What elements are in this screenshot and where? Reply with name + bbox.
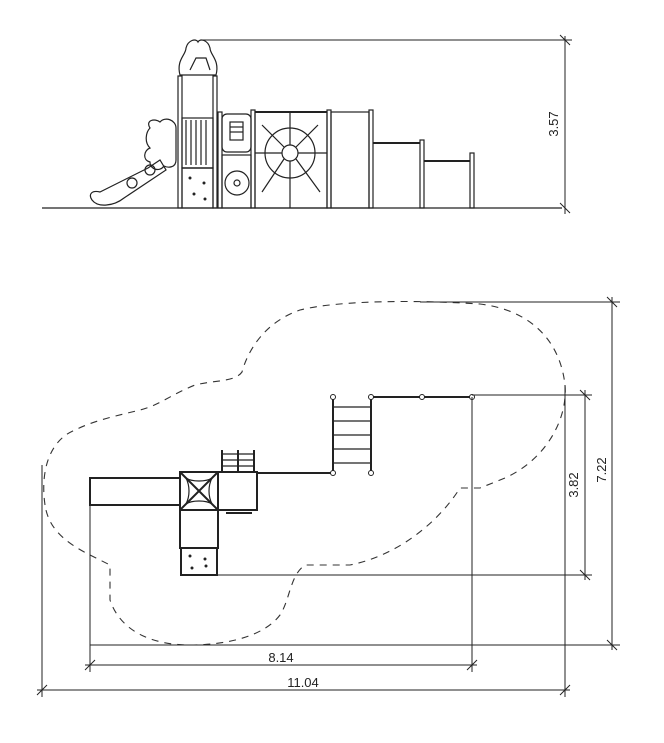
railing-panel xyxy=(181,117,214,169)
depth-dimension-7-22: 7.22 xyxy=(90,296,620,651)
plan-view: 3.82 7.22 8.14 11.04 xyxy=(36,296,620,697)
safety-zone-depth-label: 7.22 xyxy=(594,457,609,482)
spider-web-net xyxy=(254,109,332,209)
play-panels xyxy=(221,113,252,209)
tower-roof xyxy=(178,39,218,76)
side-elevation: 3.57 xyxy=(42,34,572,214)
depth-dimension-3-82: 3.82 xyxy=(218,389,592,581)
step-ladder xyxy=(221,450,255,472)
height-label: 3.57 xyxy=(546,111,561,136)
safety-zone-length-label: 11.04 xyxy=(287,675,319,690)
tower-posts xyxy=(177,75,256,209)
length-dimension-11-04: 11.04 xyxy=(36,385,571,697)
height-dimension: 3.57 xyxy=(200,34,572,214)
enclosed-panel xyxy=(330,109,374,209)
structure-depth-label: 3.82 xyxy=(566,472,581,497)
structure-length-label: 8.14 xyxy=(268,650,293,665)
climbing-wall xyxy=(181,167,214,209)
tower-decks xyxy=(179,471,258,576)
overhead-ladder-plan xyxy=(257,394,475,476)
slide-plan xyxy=(89,477,181,506)
overhead-bars xyxy=(373,139,475,209)
wave-slide xyxy=(89,118,177,206)
length-dimension-8-14: 8.14 xyxy=(84,397,478,672)
